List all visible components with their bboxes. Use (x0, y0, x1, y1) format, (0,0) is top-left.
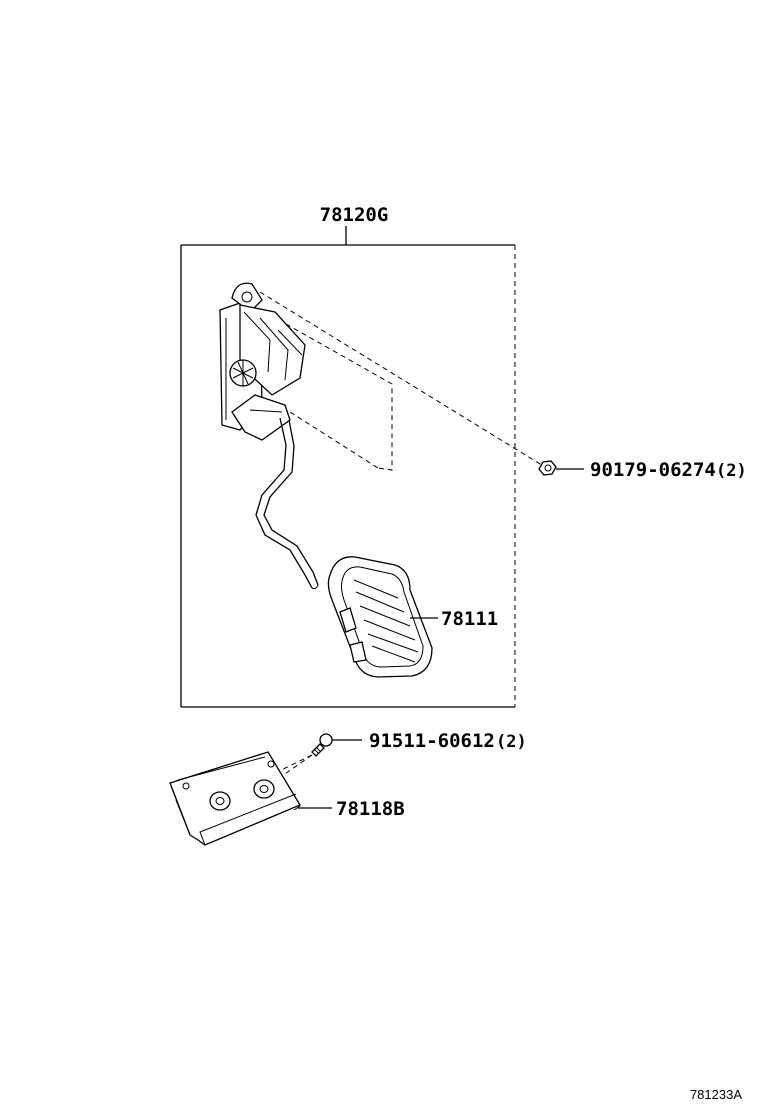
part-label-bracket[interactable]: 78118B (336, 798, 405, 820)
part-label-pedal-pad[interactable]: 78111 (441, 608, 498, 630)
nut-leader-lines (259, 291, 546, 471)
nut-icon (538, 460, 557, 476)
pedal-pad-drawing (327, 556, 433, 678)
part-label-assembly[interactable]: 78120G (320, 204, 389, 226)
assembly-frame (180, 226, 516, 708)
part-qty-screw: (2) (496, 732, 527, 752)
pedal-mechanism-drawing (219, 282, 319, 590)
part-qty-nut: (2) (716, 461, 747, 481)
screw-icon (311, 733, 333, 757)
bracket-drawing (169, 751, 301, 846)
diagram-reference-code: 781233A (690, 1087, 742, 1102)
part-label-nut[interactable]: 90179-06274 (590, 459, 716, 481)
part-label-screw[interactable]: 91511-60612 (369, 730, 495, 752)
